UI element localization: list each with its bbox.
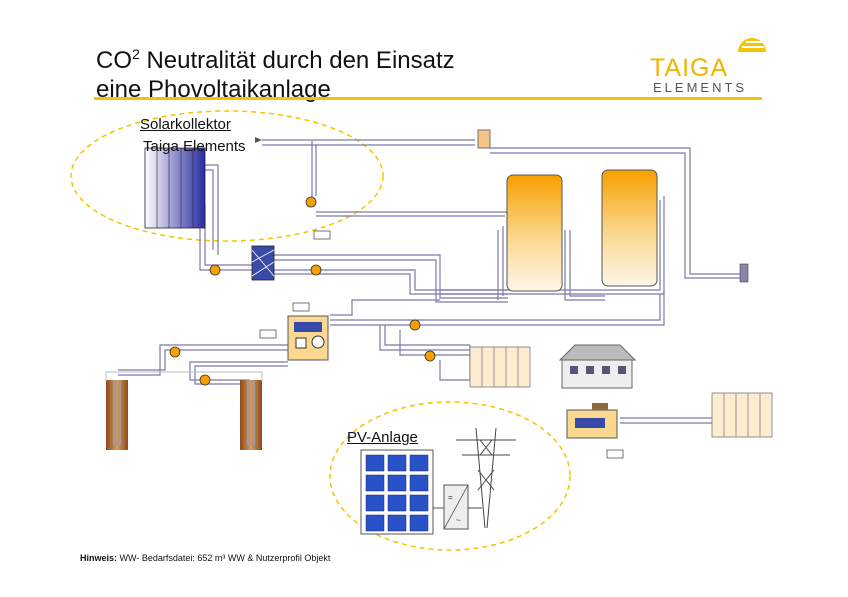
storage-tank-1 [506,174,563,292]
inverter-icon: = ~ [443,484,469,530]
heat-pump [287,315,329,361]
logo-sun-icon [738,38,766,52]
solar-title: Solarkollektor [140,116,231,133]
title-co: CO [96,47,132,74]
valve-icons [255,129,749,283]
footer-note: Hinweis: WW- Bedarfsdatei: 652 m³ WW & N… [80,553,330,563]
pump-icons [169,196,436,386]
solar-collector [144,147,206,229]
radiator-1 [469,346,531,388]
boiler-icon [566,403,618,439]
storage-tank-2 [601,169,658,287]
radiator-2 [711,392,773,438]
pipes [118,139,745,424]
power-pylon-icon [456,427,516,529]
pv-panel [360,449,434,535]
title-sup: 2 [132,46,140,62]
note-label: Hinweis: [80,553,118,563]
geothermal-probes [105,371,263,450]
solar-ellipse [70,110,384,242]
controller-icons [259,230,624,459]
logo-name: TAIGA [650,54,729,82]
page-title: CO2 Neutralität durch den Einsatz eine P… [96,40,455,104]
svg-text:~: ~ [456,516,461,525]
pv-title: PV-Anlage [347,429,418,446]
note-text: WW- Bedarfsdatei: 652 m³ WW & Nutzerprof… [117,553,331,563]
title-rule [94,97,762,100]
title-line1: Neutralität durch den Einsatz [139,47,455,74]
pv-ellipse [329,401,571,551]
svg-text:=: = [448,493,453,502]
logo-sub: ELEMENTS [653,80,748,95]
solar-subtitle: Taiga Elements [143,138,246,155]
house-icon [558,344,637,389]
